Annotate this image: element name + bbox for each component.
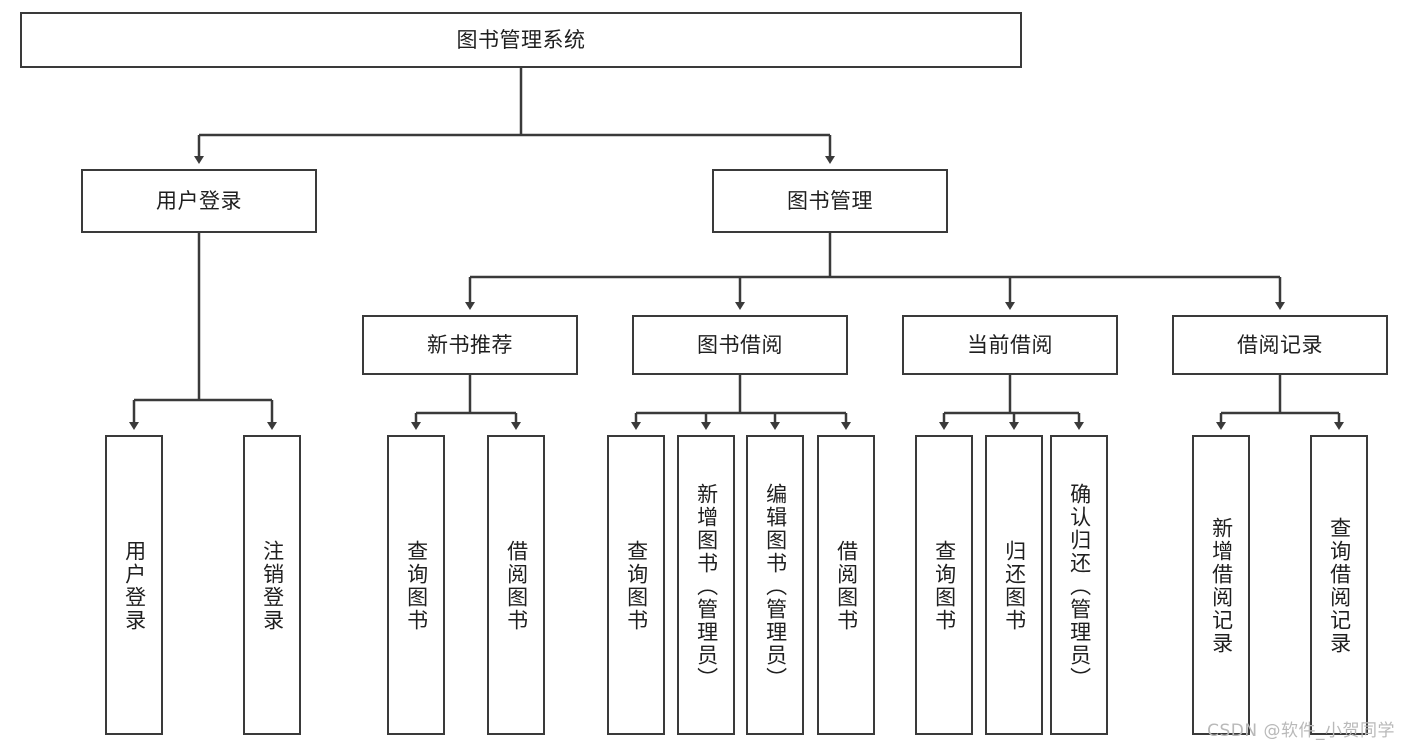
node-leaf-query-book-2-label: 查询图书 bbox=[624, 540, 649, 632]
node-user-login[interactable]: 用户登录 bbox=[81, 169, 317, 233]
node-book-borrow[interactable]: 图书借阅 bbox=[632, 315, 848, 375]
node-book-manage[interactable]: 图书管理 bbox=[712, 169, 948, 233]
node-borrow-record-label: 借阅记录 bbox=[1237, 332, 1323, 357]
node-leaf-logout-label: 注销登录 bbox=[260, 540, 285, 632]
node-leaf-user-login-label: 用户登录 bbox=[122, 540, 147, 632]
node-borrow-record[interactable]: 借阅记录 bbox=[1172, 315, 1388, 375]
node-leaf-borrow-book-2-label: 借阅图书 bbox=[834, 540, 859, 632]
node-root-label: 图书管理系统 bbox=[456, 27, 586, 52]
node-current-borrow-label: 当前借阅 bbox=[967, 332, 1053, 357]
node-new-book-rec-label: 新书推荐 bbox=[427, 332, 513, 357]
node-book-borrow-label: 图书借阅 bbox=[697, 332, 783, 357]
node-user-login-label: 用户登录 bbox=[156, 188, 242, 213]
node-leaf-logout[interactable]: 注销登录 bbox=[243, 435, 301, 735]
node-leaf-add-book-label: 新增图书（管理员） bbox=[694, 482, 719, 690]
node-leaf-query-book-1[interactable]: 查询图书 bbox=[387, 435, 445, 735]
node-leaf-query-book-2[interactable]: 查询图书 bbox=[607, 435, 665, 735]
node-leaf-borrow-book-1[interactable]: 借阅图书 bbox=[487, 435, 545, 735]
node-leaf-borrow-book-1-label: 借阅图书 bbox=[504, 540, 529, 632]
node-leaf-query-book-3-label: 查询图书 bbox=[932, 540, 957, 632]
node-leaf-edit-book-label: 编辑图书（管理员） bbox=[763, 482, 788, 690]
node-leaf-confirm-return-label: 确认归还（管理员） bbox=[1067, 482, 1092, 690]
node-leaf-query-record-label: 查询借阅记录 bbox=[1327, 517, 1352, 655]
node-leaf-query-book-1-label: 查询图书 bbox=[404, 540, 429, 632]
node-current-borrow[interactable]: 当前借阅 bbox=[902, 315, 1118, 375]
node-leaf-return-book[interactable]: 归还图书 bbox=[985, 435, 1043, 735]
node-leaf-confirm-return[interactable]: 确认归还（管理员） bbox=[1050, 435, 1108, 735]
node-leaf-query-book-3[interactable]: 查询图书 bbox=[915, 435, 973, 735]
node-leaf-query-record[interactable]: 查询借阅记录 bbox=[1310, 435, 1368, 735]
node-leaf-return-book-label: 归还图书 bbox=[1002, 540, 1027, 632]
csdn-watermark: CSDN @软件_小贺同学 bbox=[1207, 721, 1395, 741]
node-leaf-borrow-book-2[interactable]: 借阅图书 bbox=[817, 435, 875, 735]
node-book-manage-label: 图书管理 bbox=[787, 188, 873, 213]
node-leaf-add-book[interactable]: 新增图书（管理员） bbox=[677, 435, 735, 735]
node-leaf-add-record[interactable]: 新增借阅记录 bbox=[1192, 435, 1250, 735]
node-root[interactable]: 图书管理系统 bbox=[20, 12, 1022, 68]
node-leaf-edit-book[interactable]: 编辑图书（管理员） bbox=[746, 435, 804, 735]
node-leaf-user-login[interactable]: 用户登录 bbox=[105, 435, 163, 735]
node-leaf-add-record-label: 新增借阅记录 bbox=[1209, 517, 1234, 655]
node-new-book-rec[interactable]: 新书推荐 bbox=[362, 315, 578, 375]
